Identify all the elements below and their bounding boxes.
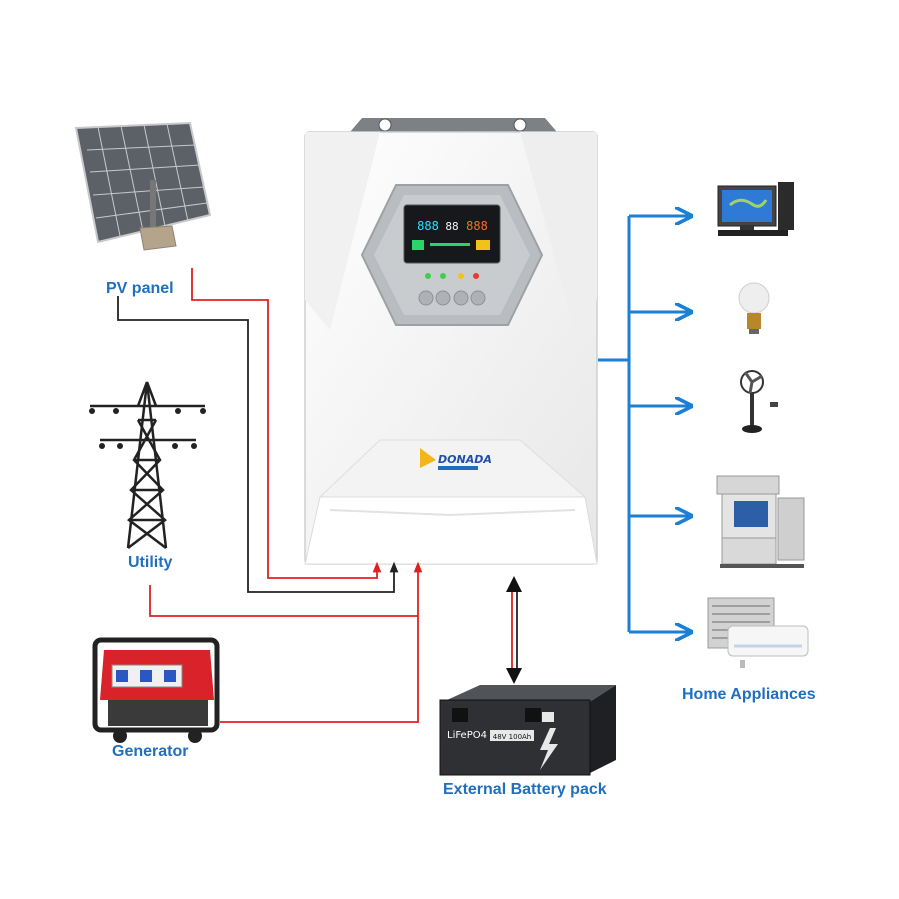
panel-button — [435, 290, 451, 306]
battery-rating: 48V 100Ah — [493, 733, 532, 741]
panel-button — [470, 290, 486, 306]
pv-negative-wire — [117, 296, 399, 593]
lcd-mid-digits: 88 — [445, 220, 458, 233]
transmission-tower-icon — [89, 381, 206, 549]
light-bulb-icon — [738, 282, 770, 334]
battery-pack-icon: LiFePO4 48V 100Ah — [439, 685, 616, 776]
home-appliances-label: Home Appliances — [682, 686, 816, 703]
utility-label: Utility — [128, 554, 173, 571]
computer-icon — [717, 182, 794, 236]
output-distribution — [598, 216, 691, 632]
generator-label: Generator — [112, 743, 189, 760]
air-conditioner-icon — [707, 597, 809, 668]
panel-button — [453, 290, 469, 306]
battery-label: External Battery pack — [443, 781, 607, 798]
inverter-icon: 888 88 888 DONADA — [304, 118, 598, 565]
panel-button — [418, 290, 434, 306]
pv-positive-wire — [191, 268, 382, 579]
pv-panel-label: PV panel — [106, 280, 174, 297]
fan-icon — [740, 370, 778, 433]
battery-link-arrow — [506, 576, 522, 684]
solar-panel-icon — [74, 121, 212, 251]
copier-icon — [716, 475, 805, 568]
lcd-right-digits: 888 — [466, 219, 488, 233]
generator-icon — [92, 637, 220, 743]
led-indicator — [425, 273, 431, 279]
led-indicator — [458, 273, 464, 279]
led-indicator — [473, 273, 479, 279]
generator-wire — [220, 561, 423, 723]
lcd-left-digits: 888 — [417, 219, 439, 233]
input-wiring — [117, 268, 423, 723]
battery-chemistry: LiFePO4 — [447, 730, 487, 741]
brand-logo: DONADA — [438, 453, 492, 466]
led-indicator — [440, 273, 446, 279]
utility-wire — [149, 585, 418, 617]
